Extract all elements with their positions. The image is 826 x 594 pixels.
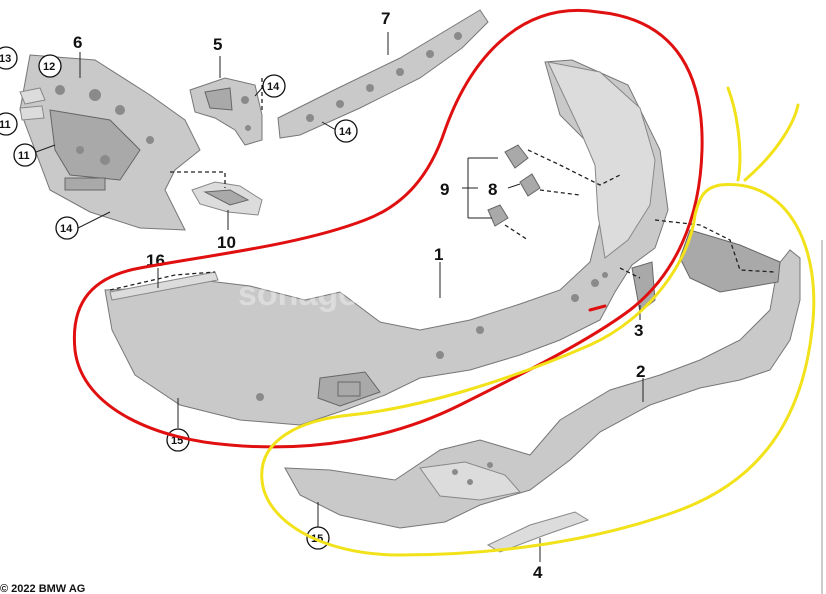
callout-7: 7 xyxy=(381,9,390,28)
callout-1: 1 xyxy=(434,245,443,264)
yellow-highlight-loop xyxy=(260,86,816,557)
clip-parts xyxy=(487,144,541,227)
callout-11-b: 11 xyxy=(18,150,30,162)
callout-4: 4 xyxy=(533,563,543,582)
mounting-dash-lines xyxy=(109,78,776,291)
small-bracket-part xyxy=(189,77,263,146)
callout-14-a: 14 xyxy=(267,81,280,93)
copyright-text: © 2022 BMW AG xyxy=(0,583,85,594)
side-bracket-part xyxy=(19,54,201,231)
trim-piece-part xyxy=(191,181,263,216)
watermark: sonagonara xyxy=(238,275,432,313)
circled-callouts: 12 13 11 11 14 14 14 15 15 xyxy=(0,46,358,550)
callout-12: 12 xyxy=(43,61,55,73)
callout-5: 5 xyxy=(213,35,222,54)
red-highlight-loop xyxy=(72,9,704,449)
callout-8: 8 xyxy=(488,180,497,199)
callout-3: 3 xyxy=(634,321,643,340)
callout-9: 9 xyxy=(440,180,449,199)
lower-trim-part xyxy=(486,511,590,553)
diffuser-part xyxy=(284,229,801,529)
callout-10: 10 xyxy=(217,233,236,252)
callout-6: 6 xyxy=(73,33,82,52)
callout-2: 2 xyxy=(636,362,645,381)
bracket-part xyxy=(109,261,656,313)
callout-14-c: 14 xyxy=(60,223,73,235)
guide-rail-part xyxy=(277,9,489,139)
leader-lines xyxy=(35,32,644,562)
bumper-cover-part xyxy=(104,59,669,426)
callout-14-b: 14 xyxy=(339,126,352,138)
callout-11-a: 11 xyxy=(0,119,11,131)
callout-13: 13 xyxy=(0,53,11,65)
